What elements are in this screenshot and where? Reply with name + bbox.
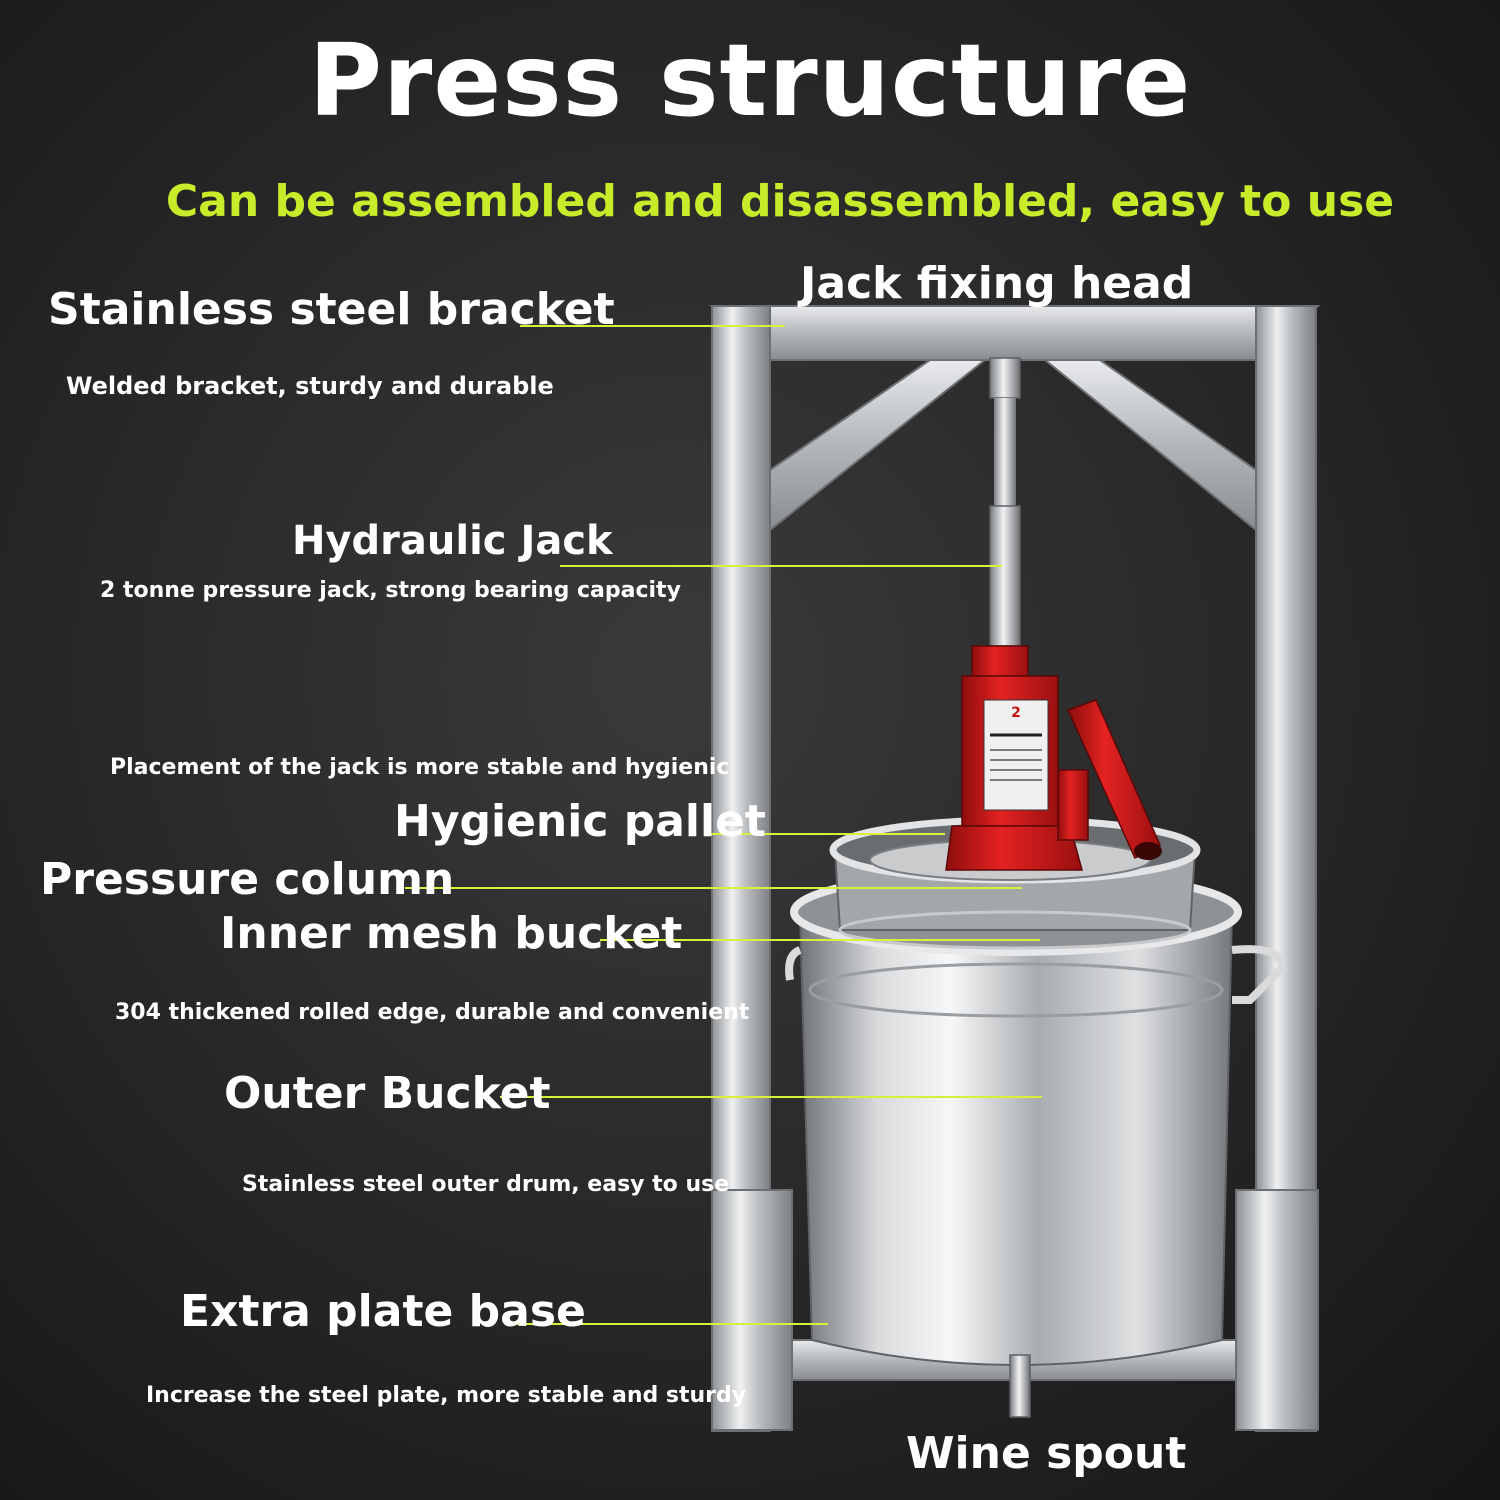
label-wine-spout: Wine spout <box>906 1428 1187 1479</box>
label-outer-bucket: Outer Bucket <box>224 1068 551 1119</box>
outer-bucket-shape <box>785 868 1287 1418</box>
label-jack-fixing-head: Jack fixing head <box>800 258 1194 309</box>
label-hygienic-pallet: Hygienic pallet <box>394 796 766 847</box>
page-title: Press structure <box>308 22 1192 139</box>
desc-hydraulic-jack: 2 tonne pressure jack, strong bearing ca… <box>100 578 681 603</box>
leader-lines <box>405 325 1042 1325</box>
label-hydraulic-jack: Hydraulic Jack <box>292 518 613 564</box>
page-subtitle: Can be assembled and disassembled, easy … <box>165 176 1395 227</box>
desc-stainless-steel-bracket: Welded bracket, sturdy and durable <box>66 372 554 400</box>
jack-handle <box>1066 699 1162 860</box>
hydraulic-jack-body: 2 <box>945 645 1089 871</box>
label-stainless-steel-bracket: Stainless steel bracket <box>48 284 615 335</box>
label-inner-mesh-bucket: Inner mesh bucket <box>220 908 683 959</box>
label-extra-plate-base: Extra plate base <box>180 1286 586 1337</box>
desc-outer-bucket: Stainless steel outer drum, easy to use <box>242 1172 730 1197</box>
desc-inner-mesh-bucket: 304 thickened rolled edge, durable and c… <box>115 1000 750 1025</box>
label-pressure-column: Pressure column <box>40 854 455 905</box>
jack-fixing-head-rod <box>989 357 1021 647</box>
stainless-steel-frame <box>709 305 1321 1432</box>
jack-badge-text: 2 <box>1011 705 1021 721</box>
desc-hygienic-pallet: Placement of the jack is more stable and… <box>110 755 730 780</box>
desc-extra-plate-base: Increase the steel plate, more stable an… <box>146 1383 747 1408</box>
